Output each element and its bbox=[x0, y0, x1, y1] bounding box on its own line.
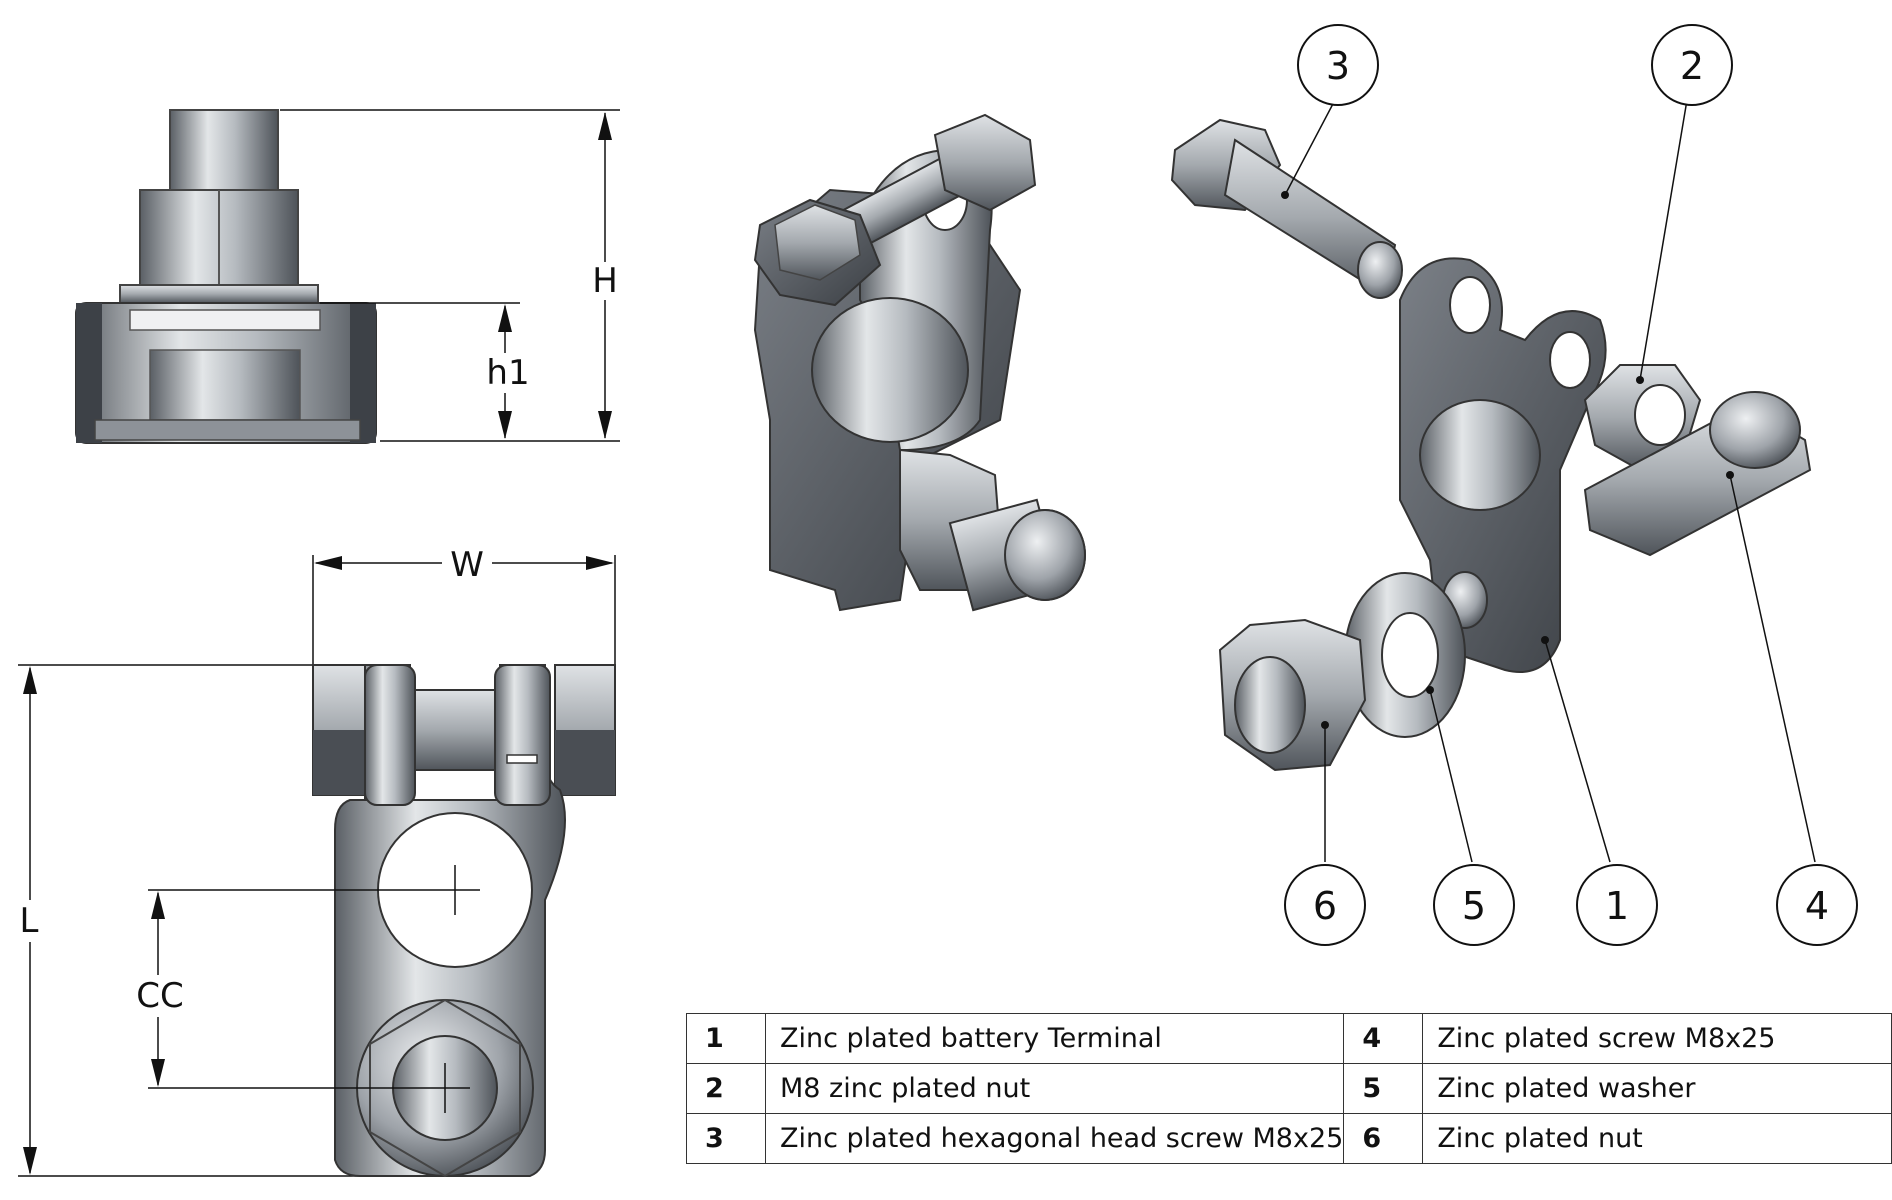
callout-balloon-5: 5 bbox=[1433, 864, 1515, 946]
svg-text:3: 3 bbox=[1326, 44, 1350, 88]
callout-balloon-4: 4 bbox=[1776, 864, 1858, 946]
part-description: Zinc plated screw M8x25 bbox=[1422, 1013, 1892, 1064]
parts-table: 1 Zinc plated battery Terminal 4 Zinc pl… bbox=[686, 1013, 1892, 1164]
svg-text:6: 6 bbox=[1313, 884, 1337, 928]
callout-balloon-1: 1 bbox=[1576, 864, 1658, 946]
callout-leaders bbox=[1284, 99, 1816, 863]
svg-text:5: 5 bbox=[1462, 884, 1486, 928]
part-number: 4 bbox=[1343, 1013, 1424, 1064]
svg-text:1: 1 bbox=[1605, 884, 1629, 928]
dim-label-h1: h1 bbox=[486, 353, 529, 393]
top-view: H h1 bbox=[75, 109, 622, 444]
part-description: Zinc plated washer bbox=[1422, 1063, 1892, 1114]
dim-label-CC: CC bbox=[136, 976, 183, 1016]
dim-label-L: L bbox=[20, 901, 39, 941]
svg-text:2: 2 bbox=[1680, 44, 1704, 88]
part-number: 6 bbox=[1343, 1113, 1424, 1164]
table-row: 3 Zinc plated hexagonal head screw M8x25… bbox=[686, 1113, 1892, 1164]
assembled-terminal bbox=[753, 113, 1086, 612]
callout-balloon-3: 3 bbox=[1297, 24, 1379, 106]
dim-label-H: H bbox=[592, 261, 618, 301]
part-number: 3 bbox=[686, 1113, 766, 1164]
callout-balloon-6: 6 bbox=[1284, 864, 1366, 946]
table-row: 2 M8 zinc plated nut 5 Zinc plated washe… bbox=[686, 1063, 1892, 1114]
part-number: 5 bbox=[1343, 1063, 1424, 1114]
part-number: 1 bbox=[686, 1013, 766, 1064]
callout-balloon-2: 2 bbox=[1651, 24, 1733, 106]
part-description: Zinc plated battery Terminal bbox=[764, 1013, 1345, 1064]
part-description: Zinc plated nut bbox=[1422, 1113, 1892, 1164]
bolt-stub bbox=[169, 109, 279, 191]
part-description: M8 zinc plated nut bbox=[764, 1063, 1345, 1114]
callout-dots bbox=[1281, 191, 1734, 729]
svg-text:4: 4 bbox=[1805, 884, 1829, 928]
part-number: 2 bbox=[686, 1063, 766, 1114]
exploded-view bbox=[1170, 118, 1812, 772]
dim-label-W: W bbox=[450, 545, 484, 585]
table-row: 1 Zinc plated battery Terminal 4 Zinc pl… bbox=[686, 1013, 1892, 1064]
part-description: Zinc plated hexagonal head screw M8x25 bbox=[764, 1113, 1345, 1164]
front-view: W L bbox=[12, 544, 616, 1178]
